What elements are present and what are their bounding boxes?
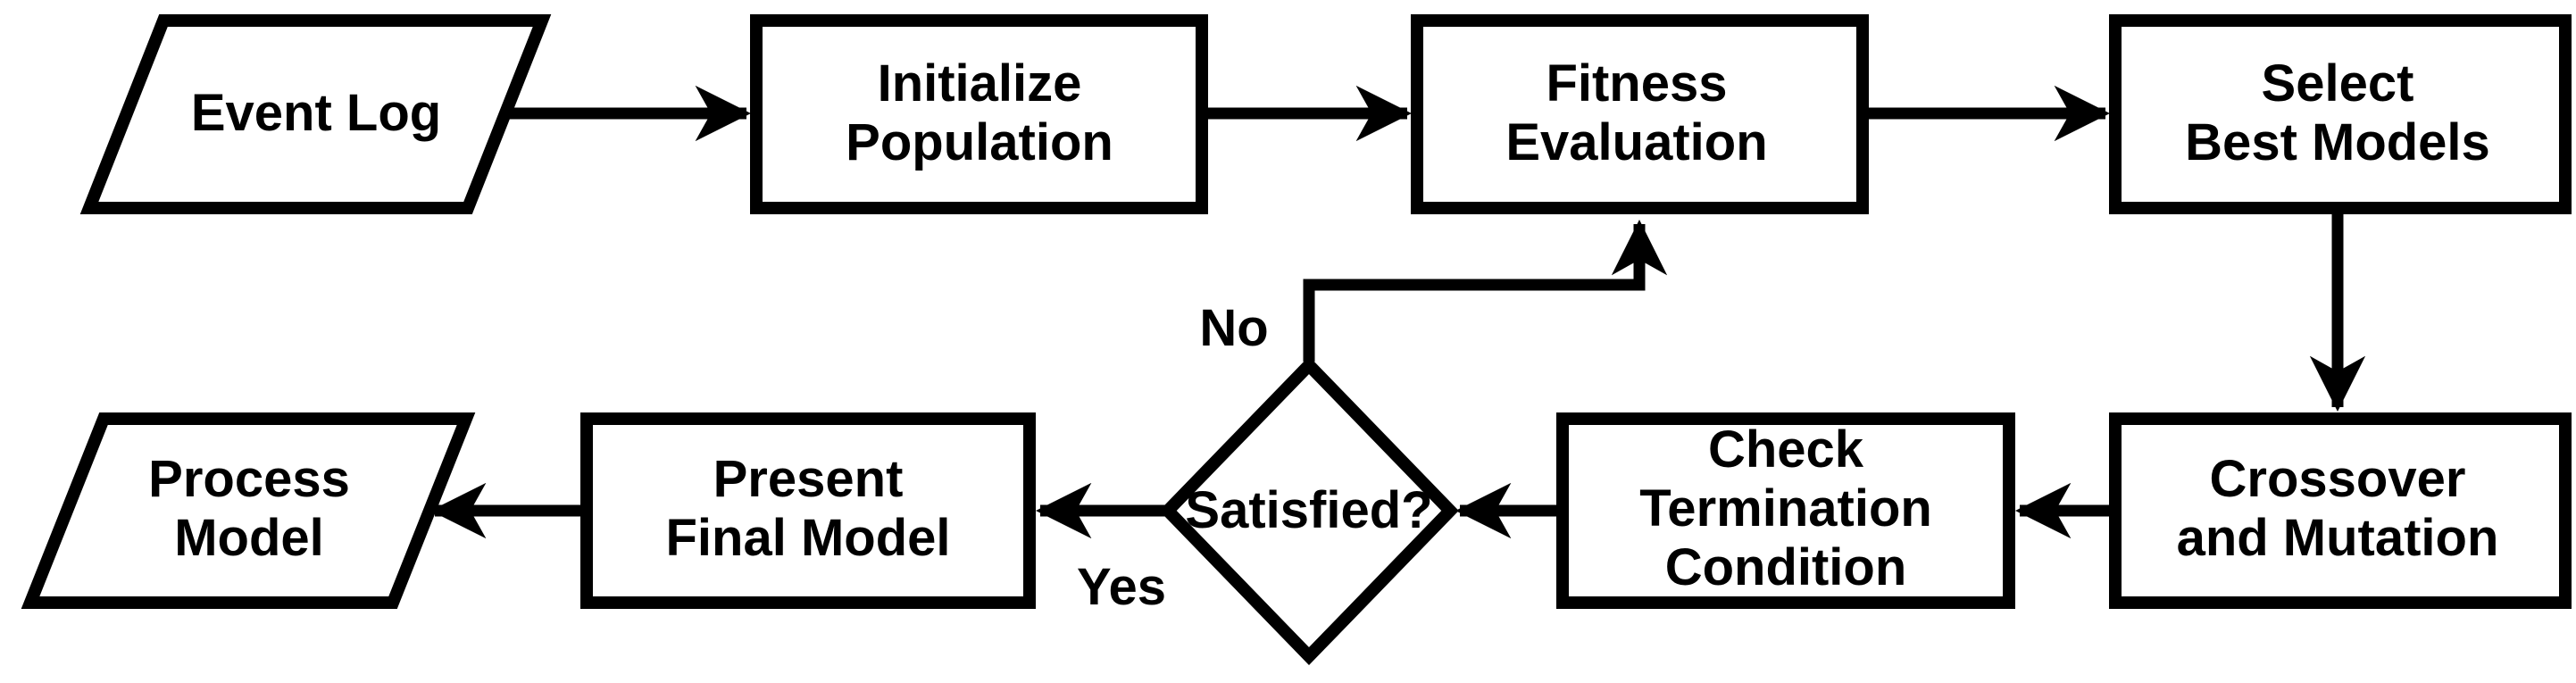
- node-check-termination-shape: [1556, 412, 2015, 609]
- node-event-log-shape: [79, 13, 552, 214]
- node-select-best-models-shape: [2109, 14, 2572, 214]
- connectors: [430, 85, 2366, 539]
- edge-satisfied-no-to-fitness: [1303, 220, 1668, 362]
- node-fitness-evaluation-shape: [1411, 14, 1869, 214]
- node-satisfied-diamond-shape: [1159, 355, 1459, 666]
- node-initialize-population-shape: [750, 14, 1208, 214]
- nodes: [21, 13, 2572, 666]
- node-present-final-model-shape: [580, 412, 1036, 609]
- node-process-model-shape: [21, 412, 476, 609]
- node-crossover-mutation-shape: [2109, 412, 2572, 609]
